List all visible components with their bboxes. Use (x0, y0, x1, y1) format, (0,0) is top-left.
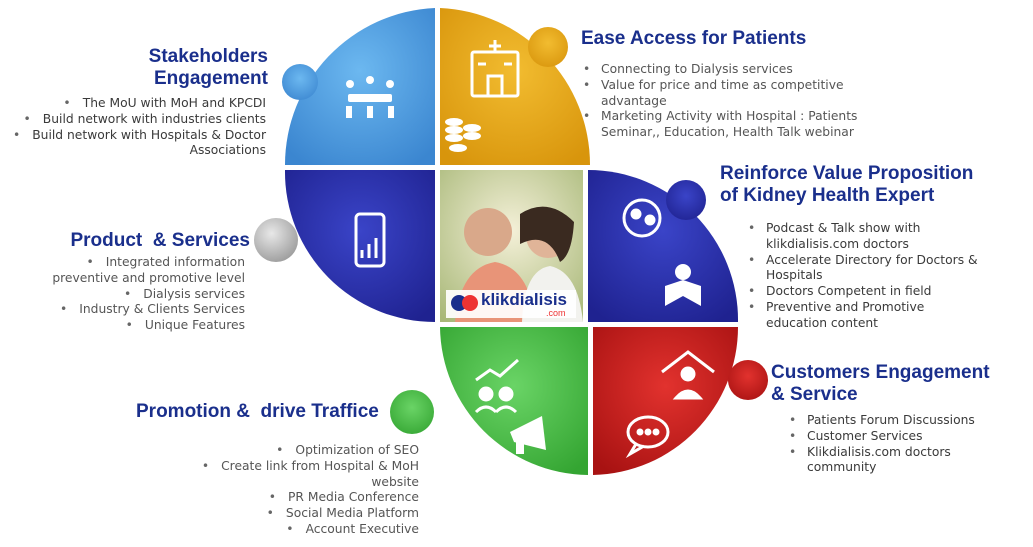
puzzle-piece-promotion (440, 327, 588, 475)
coins-icon (445, 118, 481, 152)
reinforce-title-line2: of Kidney Health Expert (720, 185, 935, 206)
list-item: Doctors Competent in field (748, 284, 978, 300)
customers-title: Customers Engagement & Service (771, 362, 990, 406)
list-item: Dialysis services (25, 287, 245, 303)
phone-chart-icon (354, 212, 386, 268)
stakeholders-list: The MoU with MoH and KPCDI Build network… (4, 96, 266, 159)
logo-text: klikdialisis (481, 290, 567, 309)
list-item: Connecting to Dialysis services (583, 62, 888, 78)
logo-sub-text: .com (546, 308, 566, 318)
megaphone-icon (510, 416, 546, 454)
customers-title-line1: Customers Engagement (771, 362, 990, 383)
knob-green (390, 390, 434, 434)
list-item: Accelerate Directory for Doctors & Hospi… (748, 253, 978, 285)
meeting-icon (346, 76, 394, 118)
list-item: Build network with industries clients (4, 112, 266, 128)
product-title: Product & Services (70, 230, 250, 251)
stakeholders-title: Stakeholders Engagement (149, 46, 268, 90)
list-item: Preventive and Promotive education conte… (748, 300, 978, 332)
list-item: The MoU with MoH and KPCDI (4, 96, 266, 112)
chat-icon (625, 415, 670, 459)
knob-lightblue (282, 64, 318, 100)
customers-list: Patients Forum Discussions Customer Serv… (789, 413, 999, 476)
puzzle-piece-stakeholders (284, 8, 435, 165)
list-item: Unique Features (25, 318, 245, 334)
knob-blue (666, 180, 706, 220)
puzzle-piece-reinforce (588, 170, 739, 322)
reinforce-title: Reinforce Value Proposition of Kidney He… (720, 163, 973, 207)
knob-red (728, 360, 768, 400)
reading-person-icon (665, 264, 701, 306)
puzzle-piece-customers (593, 327, 738, 475)
list-item: PR Media Conference (159, 490, 419, 506)
list-item: Optimization of SEO (159, 443, 419, 459)
list-item: Podcast & Talk show with klikdialisis.co… (748, 221, 978, 253)
promotion-list: Optimization of SEO Create link from Hos… (159, 443, 419, 538)
list-item: Value for price and time as competitive … (583, 78, 888, 110)
list-item: Marketing Activity with Hospital : Patie… (583, 109, 888, 141)
kidney-logo-icon (451, 295, 467, 311)
product-list: Integrated information preventive and pr… (25, 255, 245, 334)
list-item: Social Media Platform (159, 506, 419, 522)
knob-gray (254, 218, 298, 262)
list-item: Build network with Hospitals & Doctor As… (4, 128, 266, 160)
list-item: Industry & Clients Services (25, 302, 245, 318)
stakeholders-title-line2: Engagement (153, 68, 268, 89)
growth-people-icon (474, 358, 519, 414)
puzzle-piece-product (284, 170, 435, 322)
knob-yellow (528, 27, 568, 67)
list-item: Integrated information preventive and pr… (25, 255, 245, 287)
puzzle-piece-ease-access (440, 8, 591, 165)
person-man-icon (464, 208, 512, 256)
promotion-title: Promotion & drive Traffice (136, 401, 379, 422)
hospital-icon (470, 40, 520, 98)
list-item: Klikdialisis.com doctors community (789, 445, 999, 477)
stakeholders-title-line1: Stakeholders (148, 46, 268, 67)
reinforce-list: Podcast & Talk show with klikdialisis.co… (748, 221, 978, 332)
ease-access-title: Ease Access for Patients (581, 28, 807, 49)
list-item: Patients Forum Discussions (789, 413, 999, 429)
services-cycle-icon (622, 198, 662, 238)
list-item: Customer Services (789, 429, 999, 445)
woman-hair (520, 206, 574, 262)
customers-title-line2: & Service (771, 384, 858, 405)
list-item: Create link from Hospital & MoH website (159, 459, 419, 491)
nurse-home-icon (661, 350, 715, 400)
list-item: Account Executive (159, 522, 419, 538)
reinforce-title-line1: Reinforce Value Proposition (720, 163, 974, 184)
ease-access-list: Connecting to Dialysis services Value fo… (583, 62, 888, 141)
